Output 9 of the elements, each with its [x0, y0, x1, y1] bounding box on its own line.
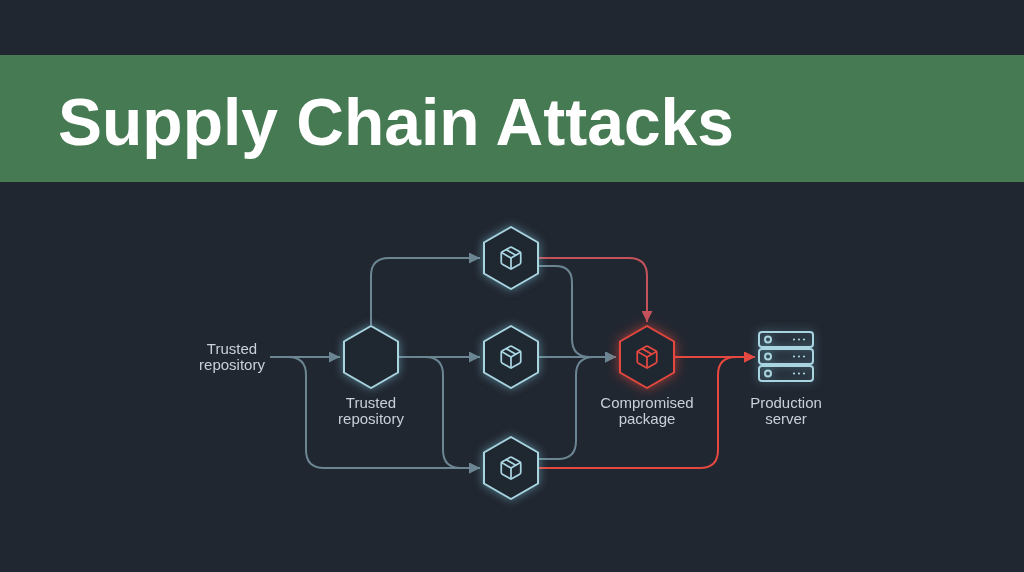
- node-label: Trusted repository: [337, 395, 405, 427]
- node-label: Production server: [749, 395, 823, 427]
- node-label: Compromised package: [599, 395, 695, 427]
- arrow: [538, 351, 617, 460]
- arrow: [398, 356, 481, 474]
- arrow: [370, 252, 481, 326]
- node-label: Trusted repository: [194, 341, 270, 373]
- arrow: [674, 351, 756, 363]
- arrow: [538, 257, 653, 323]
